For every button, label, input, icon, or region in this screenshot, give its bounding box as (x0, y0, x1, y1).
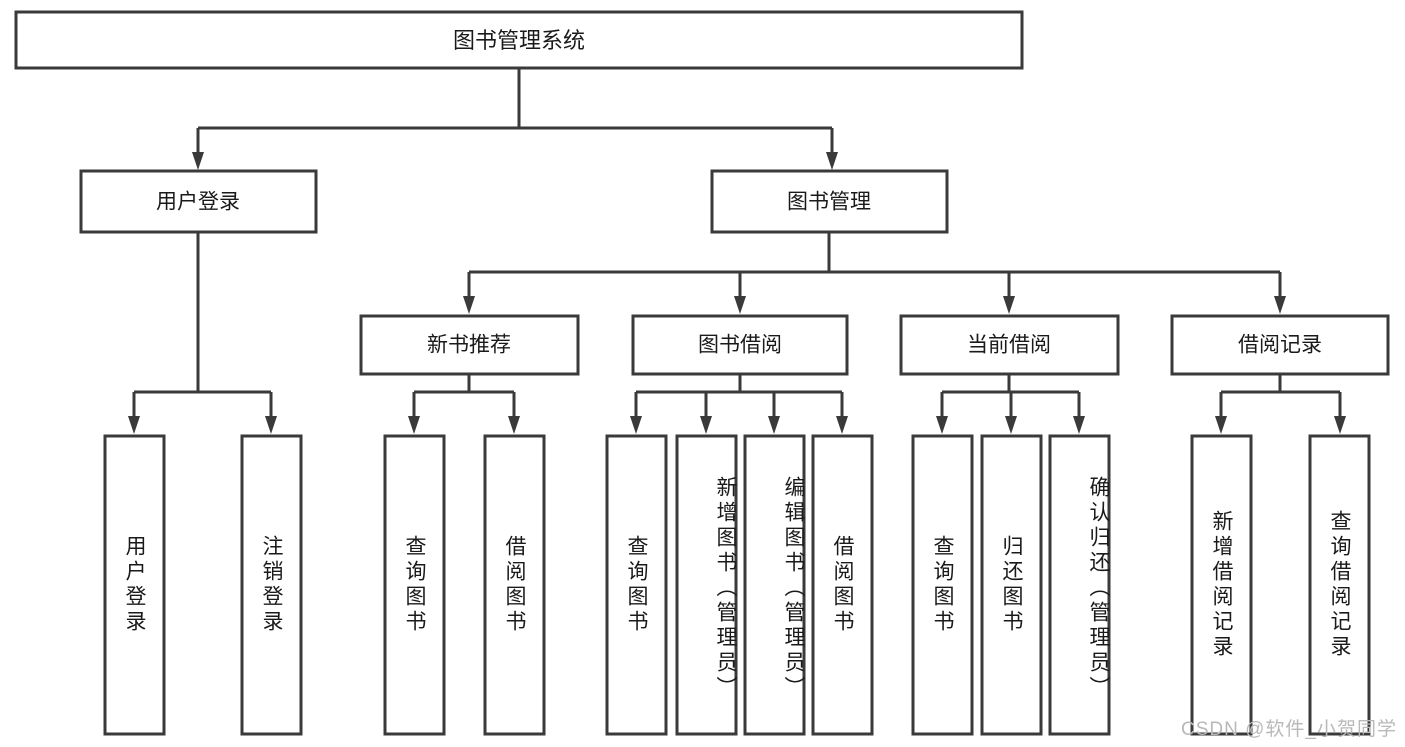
node-leaf-confirm-return[interactable] (1048, 434, 1111, 736)
csdn-watermark: CSDN @软件_小贺同学 (1181, 719, 1397, 740)
node-book-manage[interactable]: 图书管理 (710, 169, 949, 234)
node-leaf-add-record[interactable] (1190, 434, 1253, 736)
node-root-label: 图书管理系统 (453, 28, 585, 53)
node-leaf-query-book-2[interactable] (605, 434, 668, 736)
node-new-book-rec[interactable]: 新书推荐 (359, 314, 580, 376)
node-new-book-rec-label: 新书推荐 (427, 334, 511, 357)
connector-newbook-to-leaves (408, 374, 520, 434)
connector-root-to-level2 (192, 68, 838, 170)
connector-bookborrow-to-leaves (630, 374, 848, 434)
node-leaf-query-record[interactable] (1308, 434, 1371, 736)
node-borrow-record-label: 借阅记录 (1238, 334, 1322, 357)
node-leaf-edit-book[interactable] (743, 434, 806, 736)
connector-userlogin-to-leaves (128, 232, 277, 434)
node-leaf-return-book[interactable] (980, 434, 1043, 736)
node-leaf-user-login[interactable] (103, 434, 166, 736)
connector-currentborrow-to-leaves (936, 374, 1085, 434)
node-leaf-query-book-3[interactable] (911, 434, 974, 736)
connector-bookmanage-to-level3 (463, 232, 1286, 314)
node-book-borrow[interactable]: 图书借阅 (631, 314, 849, 376)
node-leaf-add-book[interactable] (675, 434, 738, 736)
node-leaf-query-book-1[interactable] (383, 434, 446, 736)
node-book-borrow-label: 图书借阅 (698, 334, 782, 357)
node-current-borrow[interactable]: 当前借阅 (899, 314, 1120, 376)
node-root[interactable]: 图书管理系统 (14, 10, 1024, 70)
node-leaf-logout[interactable] (240, 434, 303, 736)
connector-borrowrecord-to-leaves (1215, 374, 1346, 434)
node-leaf-borrow-book-2[interactable] (811, 434, 874, 736)
node-user-login-label: 用户登录 (156, 191, 240, 214)
node-leaf-borrow-book-1[interactable] (483, 434, 546, 736)
node-user-login[interactable]: 用户登录 (79, 169, 318, 234)
node-book-manage-label: 图书管理 (787, 191, 871, 214)
node-borrow-record[interactable]: 借阅记录 (1170, 314, 1390, 376)
node-current-borrow-label: 当前借阅 (967, 334, 1051, 357)
